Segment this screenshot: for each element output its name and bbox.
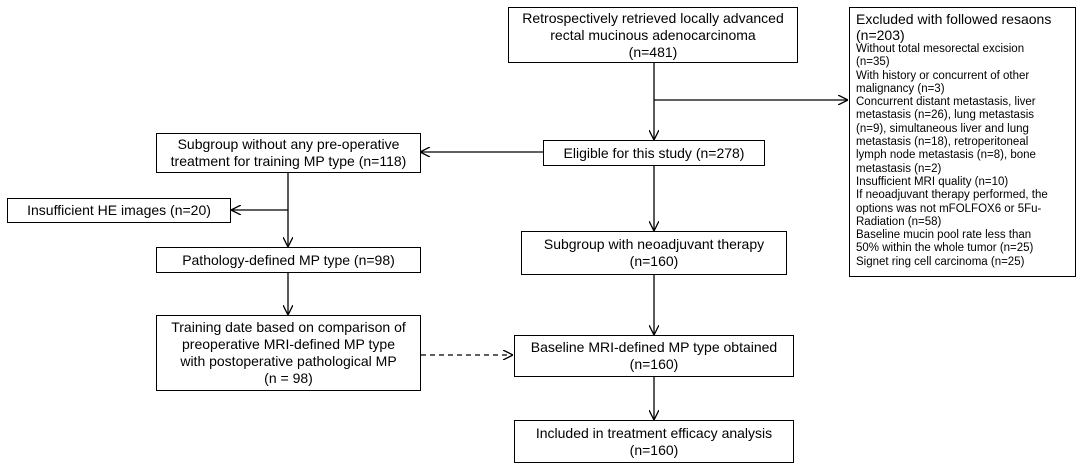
excluded-title: Excluded with followed resaons bbox=[856, 11, 1052, 27]
excluded-item: (n=35) bbox=[856, 56, 890, 69]
excluded-item: metastasis (n=2) bbox=[856, 162, 942, 175]
insufficient-he-line-1: Insufficient HE images (n=20) bbox=[27, 202, 211, 218]
baseline-mri-line-1: Baseline MRI-defined MP type obtained bbox=[530, 339, 778, 355]
excluded-item: metastasis (n=18), retroperitoneal bbox=[856, 136, 1029, 149]
efficacy-line-2: (n=160) bbox=[629, 441, 679, 458]
retrieved-line-2: rectal mucinous adenocarcinoma bbox=[550, 26, 756, 43]
excluded-item: lymph node metastasis (n=8), bone bbox=[856, 149, 1036, 162]
eligible-line-1: Eligible for this study (n=278) bbox=[563, 144, 745, 161]
baseline-mri-box: Baseline MRI-defined MP type obtained (n… bbox=[514, 335, 794, 377]
excluded-item: metastasis (n=26), lung metastasis bbox=[856, 109, 1035, 122]
insufficient-he-box: Insufficient HE images (n=20) bbox=[7, 198, 231, 223]
training-data-line-2: preoperative MRI-defined MP type bbox=[182, 336, 395, 352]
retrieved-line-3: (n=481) bbox=[628, 43, 678, 60]
excluded-item: malignancy (n=3) bbox=[856, 82, 945, 95]
training-data-line-3: with postoperative pathological MP bbox=[180, 353, 397, 369]
excluded-count: (n=203) bbox=[856, 27, 905, 43]
retrieved-box: Retrospectively retrieved locally advanc… bbox=[508, 7, 798, 63]
excluded-item: Concurrent distant metastasis, liver bbox=[856, 96, 1036, 109]
excluded-item: Radiation (n=58) bbox=[856, 215, 942, 228]
excluded-item: Without total mesorectal excision bbox=[856, 43, 1025, 55]
excluded-item: Baseline mucin pool rate less than bbox=[856, 229, 1032, 242]
subgroup-no-treatment-line-2: treatment for training MP type (n=118) bbox=[170, 153, 407, 169]
efficacy-box: Included in treatment efficacy analysis … bbox=[514, 420, 794, 463]
retrieved-line-1: Retrospectively retrieved locally advanc… bbox=[522, 9, 784, 26]
pathology-mp-line-1: Pathology-defined MP type (n=98) bbox=[182, 251, 395, 268]
baseline-mri-line-2: (n=160) bbox=[629, 356, 679, 372]
excluded-item: Signet ring cell carcinoma (n=25) bbox=[856, 255, 1025, 268]
pathology-mp-box: Pathology-defined MP type (n=98) bbox=[156, 247, 421, 273]
excluded-box: Excluded with followed resaons (n=203) W… bbox=[849, 7, 1076, 277]
training-data-line-4: (n = 98) bbox=[264, 370, 313, 386]
subgroup-neoadjuvant-line-2: (n=160) bbox=[629, 253, 679, 269]
subgroup-neoadjuvant-line-1: Subgroup with neoadjuvant therapy bbox=[543, 236, 765, 252]
eligible-box: Eligible for this study (n=278) bbox=[543, 140, 765, 166]
subgroup-neoadjuvant-box: Subgroup with neoadjuvant therapy (n=160… bbox=[521, 231, 787, 275]
training-data-box: Training date based on comparison of pre… bbox=[156, 315, 421, 391]
training-data-line-1: Training date based on comparison of bbox=[171, 319, 406, 335]
efficacy-line-1: Included in treatment efficacy analysis bbox=[535, 424, 773, 441]
subgroup-no-treatment-box: Subgroup without any pre-operative treat… bbox=[156, 133, 421, 173]
excluded-item: Insufficient MRI quality (n=10) bbox=[856, 175, 1009, 188]
excluded-item: (n=9), simultaneous liver and lung bbox=[856, 122, 1029, 135]
excluded-item: If neoadjuvant therapy performed, the bbox=[856, 189, 1048, 202]
excluded-item: 50% within the whole tumor (n=25) bbox=[856, 242, 1034, 255]
subgroup-no-treatment-line-1: Subgroup without any pre-operative bbox=[177, 136, 400, 152]
excluded-item: With history or concurrent of other bbox=[856, 69, 1030, 82]
excluded-item: options was not mFOLFOX6 or 5Fu- bbox=[856, 202, 1042, 215]
